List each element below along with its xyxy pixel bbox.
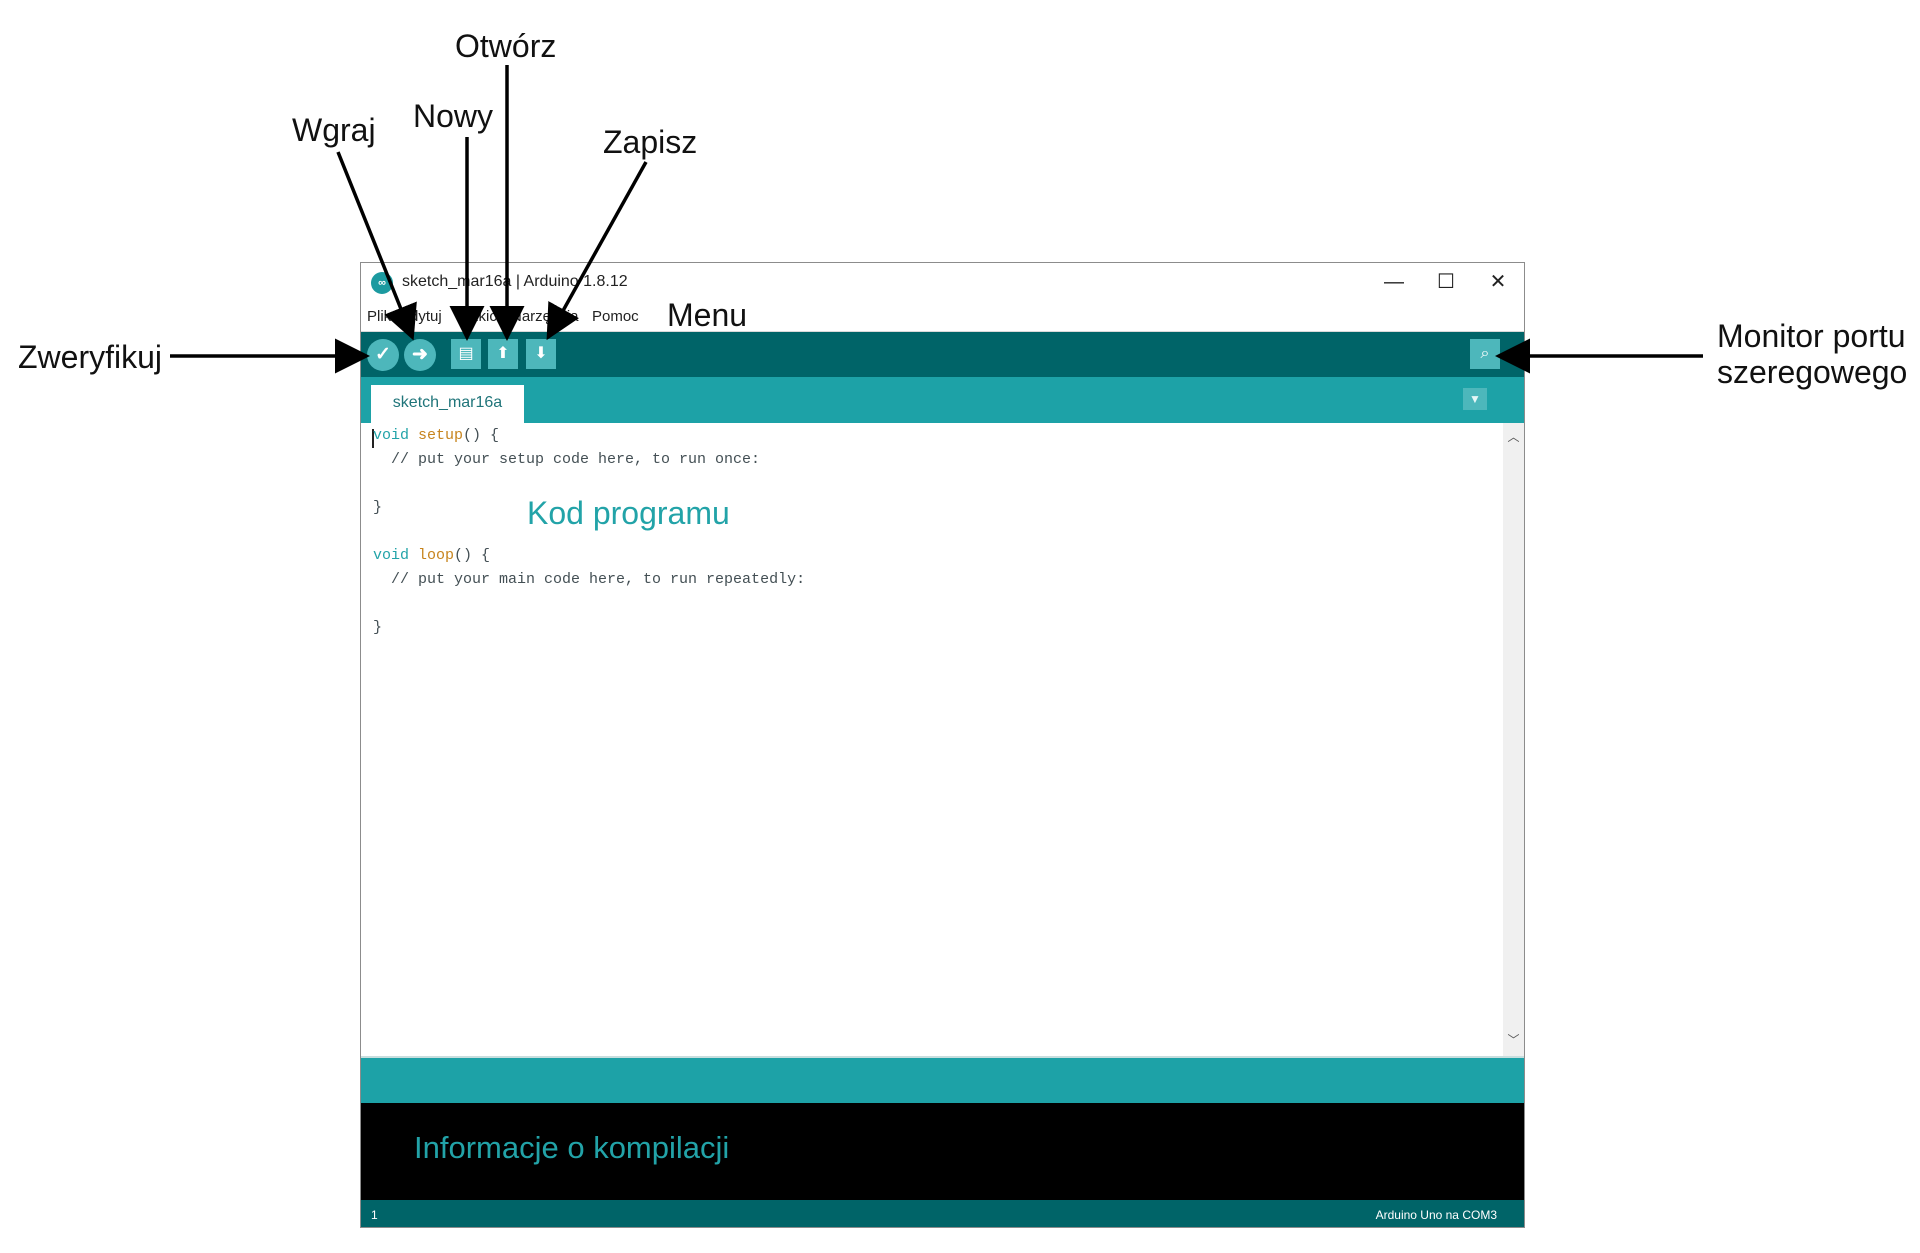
arrow-up-icon: ⬆ [496, 345, 510, 362]
new-button[interactable]: ▤ [451, 339, 481, 369]
minimize-button[interactable]: — [1384, 271, 1404, 293]
code-line: void setup() { [373, 427, 500, 444]
label-nowy: Nowy [413, 98, 494, 134]
text-cursor [372, 429, 374, 448]
board-port-status: Arduino Uno na COM3 [1375, 1208, 1497, 1222]
window-title: sketch_mar16a | Arduino 1.8.12 [402, 273, 628, 290]
label-menu: Menu [667, 297, 748, 333]
arduino-logo-icon: ∞ [371, 272, 393, 294]
code-line: // put your main code here, to run repea… [373, 571, 806, 588]
label-zapisz: Zapisz [603, 124, 698, 160]
check-icon: ✓ [375, 344, 391, 365]
toolbar: ✓ ➜ ▤ ⬆ ⬇ ⌕ [361, 332, 1524, 377]
message-bar [361, 1056, 1524, 1103]
chevron-down-icon: ▼ [1469, 392, 1481, 406]
menu-edytuj[interactable]: Edytuj [400, 308, 442, 325]
open-button[interactable]: ⬆ [488, 339, 518, 369]
label-wgraj: Wgraj [292, 112, 376, 148]
arrow-right-icon: ➜ [412, 344, 428, 365]
new-file-icon: ▤ [458, 345, 474, 362]
title-bar: ∞ sketch_mar16a | Arduino 1.8.12 — ☐ ✕ [361, 263, 1524, 301]
chevron-up-icon: ︿ [1507, 430, 1520, 444]
tab-sketch[interactable]: sketch_mar16a [371, 385, 524, 423]
label-monitor-1: Monitor portu [1717, 318, 1906, 354]
label-monitor-2: szeregowego [1717, 354, 1908, 390]
verify-button[interactable]: ✓ [367, 339, 399, 371]
tab-menu-button[interactable]: ▼ [1463, 388, 1487, 410]
menu-plik[interactable]: Plik [367, 308, 392, 325]
menu-pomoc[interactable]: Pomoc [592, 308, 639, 325]
menu-szkic[interactable]: Szkic [461, 308, 497, 325]
save-button[interactable]: ⬇ [526, 339, 556, 369]
scroll-down-button[interactable]: ﹀ [1503, 1030, 1524, 1050]
menu-bar: Plik Edytuj Szkic Narzędzia Pomoc [361, 301, 1524, 332]
close-button[interactable]: ✕ [1489, 271, 1507, 293]
vertical-scrollbar[interactable]: ︿ ﹀ [1503, 423, 1524, 1056]
arrow-down-icon: ⬇ [534, 345, 548, 362]
code-line: } [373, 499, 383, 516]
console-label: Informacje o kompilacji [414, 1130, 730, 1165]
upload-button[interactable]: ➜ [404, 339, 436, 371]
code-editor[interactable]: void setup() { // put your setup code he… [361, 423, 1503, 1056]
code-line: void loop() { [373, 547, 491, 564]
arduino-ide-window: ∞ sketch_mar16a | Arduino 1.8.12 — ☐ ✕ P… [360, 262, 1525, 1228]
console-output: Informacje o kompilacji [361, 1103, 1524, 1200]
code-line: // put your setup code here, to run once… [373, 451, 761, 468]
menu-narzedzia[interactable]: Narzędzia [511, 308, 579, 325]
code-line: } [373, 619, 383, 636]
line-number: 1 [371, 1208, 378, 1222]
maximize-button[interactable]: ☐ [1437, 271, 1455, 293]
status-bar: 1 Arduino Uno na COM3 [361, 1200, 1524, 1227]
label-otworz: Otwórz [455, 28, 557, 64]
chevron-down-icon: ﹀ [1507, 1033, 1520, 1047]
magnifier-icon: ⌕ [1480, 345, 1490, 362]
tab-bar: sketch_mar16a ▼ [361, 377, 1524, 423]
serial-monitor-button[interactable]: ⌕ [1470, 339, 1500, 369]
code-area-label: Kod programu [527, 495, 730, 531]
scroll-up-button[interactable]: ︿ [1503, 427, 1524, 447]
label-zweryfikuj: Zweryfikuj [18, 339, 163, 375]
